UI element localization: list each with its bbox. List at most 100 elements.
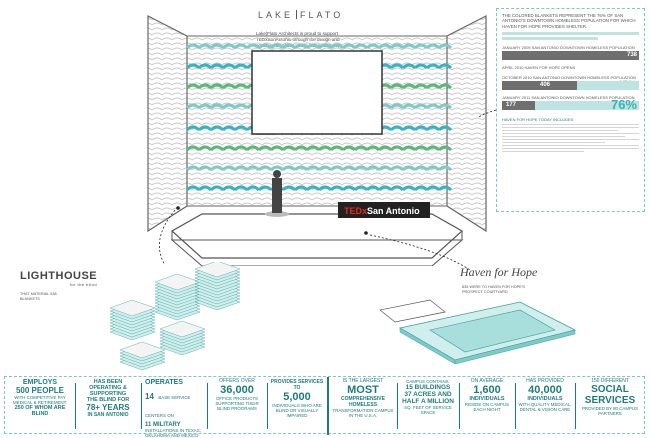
haven-logo: Haven for Hope [460,265,538,279]
stat-label-3: JANUARY 2011 SAN ANTONIO DOWNTOWN HOMELE… [502,95,635,101]
fact-operates-l2: 14 [145,392,154,401]
stat-bar-3: 177 76% [502,97,639,112]
fact-years: HAS BEEN OPERATING & SUPPORTING THE BLIN… [79,379,137,418]
fact-provides-l2: 5,000 [283,391,311,403]
fact-services-l3: SERVICES [584,395,636,406]
fact-largest-l5: TRANSFORMATION CAMPUS IN THE U.S.A. [332,408,394,418]
tedx-sign-prefix: TEDx [344,206,367,216]
fact-nightly-l4: RESIDE ON CAMPUS [464,402,510,407]
fact-medical: HAS PROVIDED 40,000 INDIVIDUALS WITH QUA… [518,378,572,413]
fact-campus-l4: HALF A MILLION [402,398,454,405]
blanket-wave-row [185,145,453,152]
brand-logo: LAKE FLATO [258,10,343,20]
fact-operates-l5: INSTALLATIONS IN TEXAS, OKLAHOMA AND MEX… [145,428,201,438]
brand-left: LAKE [258,10,294,20]
fact-campus-l2: 15 BUILDINGS [405,384,451,391]
stat-bar-fill-2 [502,81,578,91]
strip-center-divider [327,377,329,435]
fact-services-l1: 150 DIFFERENT [591,378,629,384]
blanket-stacks [109,262,241,371]
fact-campus-l3: 37 ACRES AND [404,391,452,398]
fact-employs-l1: EMPLOYS [22,379,58,386]
stat-value-0: 738 [626,52,637,59]
fact-employs: EMPLOYS 500 PEOPLE WITH COMPETITIVE PAY … [9,379,71,417]
fact-offers-l3: OFFICE PRODUCTS SUPPORTING THEIR BLIND P… [215,396,259,411]
stage-right-wall [446,15,487,233]
fact-campus-l1: CAMPUS CONTAINS: [406,379,450,384]
fact-nightly-l5: EACH NIGHT [473,407,501,412]
homeless-stats-panel: THE COLORED BLANKETS REPRESENT THE 76% O… [496,8,645,212]
stat-pct-2: 45% [616,79,637,91]
projection-screen [251,50,383,135]
stat-label-0: JANUARY 2009 SAN ANTONIO DOWNTOWN HOMELE… [502,45,635,51]
cot-illustration [379,299,577,365]
blanket-wave-row [185,165,453,172]
lighthouse-logo: LIGHTHOUSE for the blind [20,270,97,287]
folded-blanket [109,299,156,317]
stat-pct-3: 76% [610,97,637,113]
fact-medical-l4: WITH QUALITY MEDICAL, DENTAL & VISION CA… [518,402,572,412]
fact-largest-l2: MOST [347,384,379,396]
lighthouse-logo-text: LIGHTHOUSE [20,270,98,282]
lighthouse-logo-sub: for the blind [69,282,98,287]
fact-campus: CAMPUS CONTAINS: 15 BUILDINGS 37 ACRES A… [400,379,456,415]
fact-services-l4: PROVIDED BY 80 CAMPUS PARTNERS [581,406,639,416]
tedx-sign-main: San Antonio [367,206,420,216]
fact-years-l1: HAS BEEN OPERATING & SUPPORTING [89,379,127,397]
stat-label-2: OCTOBER 2010 SAN ANTONIO DOWNTOWN HOMELE… [502,75,636,81]
brand-separator [296,10,298,19]
fact-medical-l2: 40,000 [528,384,562,396]
speaker-figure [272,178,282,213]
fact-operates-l3: BASE SERVICE CENTERS ON [145,395,191,418]
fact-nightly: ON AVERAGE 1,600 INDIVIDUALS RESIDE ON C… [462,379,512,413]
stat-value-2: 406 [540,82,551,89]
fact-largest-l3: COMPREHENSIVE [341,396,385,402]
panel-bars-placeholder [502,32,639,41]
stage-left-wall [147,15,188,233]
fact-provides-l1: PROVIDES SERVICES TO [270,379,324,391]
includes-heading: HAVEN FOR HOPE TODAY INCLUDES: [502,117,575,123]
stat-label-1: APRIL 2010 HAVEN FOR HOPE OPENS [502,65,576,71]
stat-bar-fill-0 [502,51,639,61]
folded-blanket [119,341,166,359]
fact-campus-l5: SQ. FEET OF SERVICE SPACE [404,405,452,415]
stat-bar-0: 738 [502,51,639,61]
fact-offers: OFFERS OVER 36,000 OFFICE PRODUCTS SUPPO… [211,378,263,412]
fact-operates: OPERATES 14 BASE SERVICE CENTERS ON 11 M… [145,379,203,438]
tedx-sign [338,202,430,218]
fact-employs-l4: 250 OF WHOM ARE BLIND [14,405,66,417]
fact-employs-l2: 500 PEOPLE [15,386,65,395]
fact-operates-l1: OPERATES [145,379,183,386]
fact-nightly-l3: INDIVIDUALS [469,396,505,402]
fact-operates-l4: 11 MILITARY [145,422,181,428]
fact-years-l3: 78+ YEARS [86,403,130,412]
brand-right: FLATO [300,10,344,20]
stage-illustration: TEDx San Antonio [147,15,487,266]
fact-services: 150 DIFFERENT SOCIAL SERVICES PROVIDED B… [578,378,642,417]
fact-provides-l3: INDIVIDUALS WHO ARE BLIND OR VISUALLY IM… [272,403,322,418]
stat-value-3: 177 [506,102,517,109]
fact-offers-l1: OFFERS OVER [219,378,255,384]
fact-years-l4: IN SAN ANTONIO [87,412,129,418]
fact-largest-l1: IS THE LARGEST [342,378,384,384]
includes-text-lines [502,124,639,153]
fact-services-l2: SOCIAL [591,384,629,395]
stat-bar-2: 406 45% [502,79,639,91]
folded-blanket [159,320,206,338]
haven-caption: 835 WERE TO HAVEN FOR HOPE'S Prospect Co… [462,285,525,294]
fact-provides: PROVIDES SERVICES TO 5,000 INDIVIDUALS W… [270,379,324,418]
blanket-wave-row [185,43,453,50]
spotlight-circle [265,211,289,217]
fact-nightly-l2: 1,600 [473,384,501,396]
fact-medical-l1: HAS PROVIDED [526,378,564,384]
panel-heading: THE COLORED BLANKETS REPRESENT THE 76% O… [502,13,636,29]
lighthouse-caption: THAT MATERIAL 538 blankets [20,292,57,301]
facts-strip: EMPLOYS 500 PEOPLE WITH COMPETITIVE PAY … [4,376,645,438]
fact-largest: IS THE LARGEST MOST COMPREHENSIVE HOMELE… [332,378,394,419]
fact-largest-l4: HOMELESS [348,402,378,408]
stat-bar-fill-3 [502,101,535,111]
fact-employs-l3: WITH COMPETITIVE PAY MEDICAL & RETIREMEN… [13,395,67,405]
fact-years-l2: THE BLIND FOR [86,397,130,403]
fact-offers-l2: 36,000 [220,384,254,396]
fact-medical-l3: INDIVIDUALS [527,396,563,402]
